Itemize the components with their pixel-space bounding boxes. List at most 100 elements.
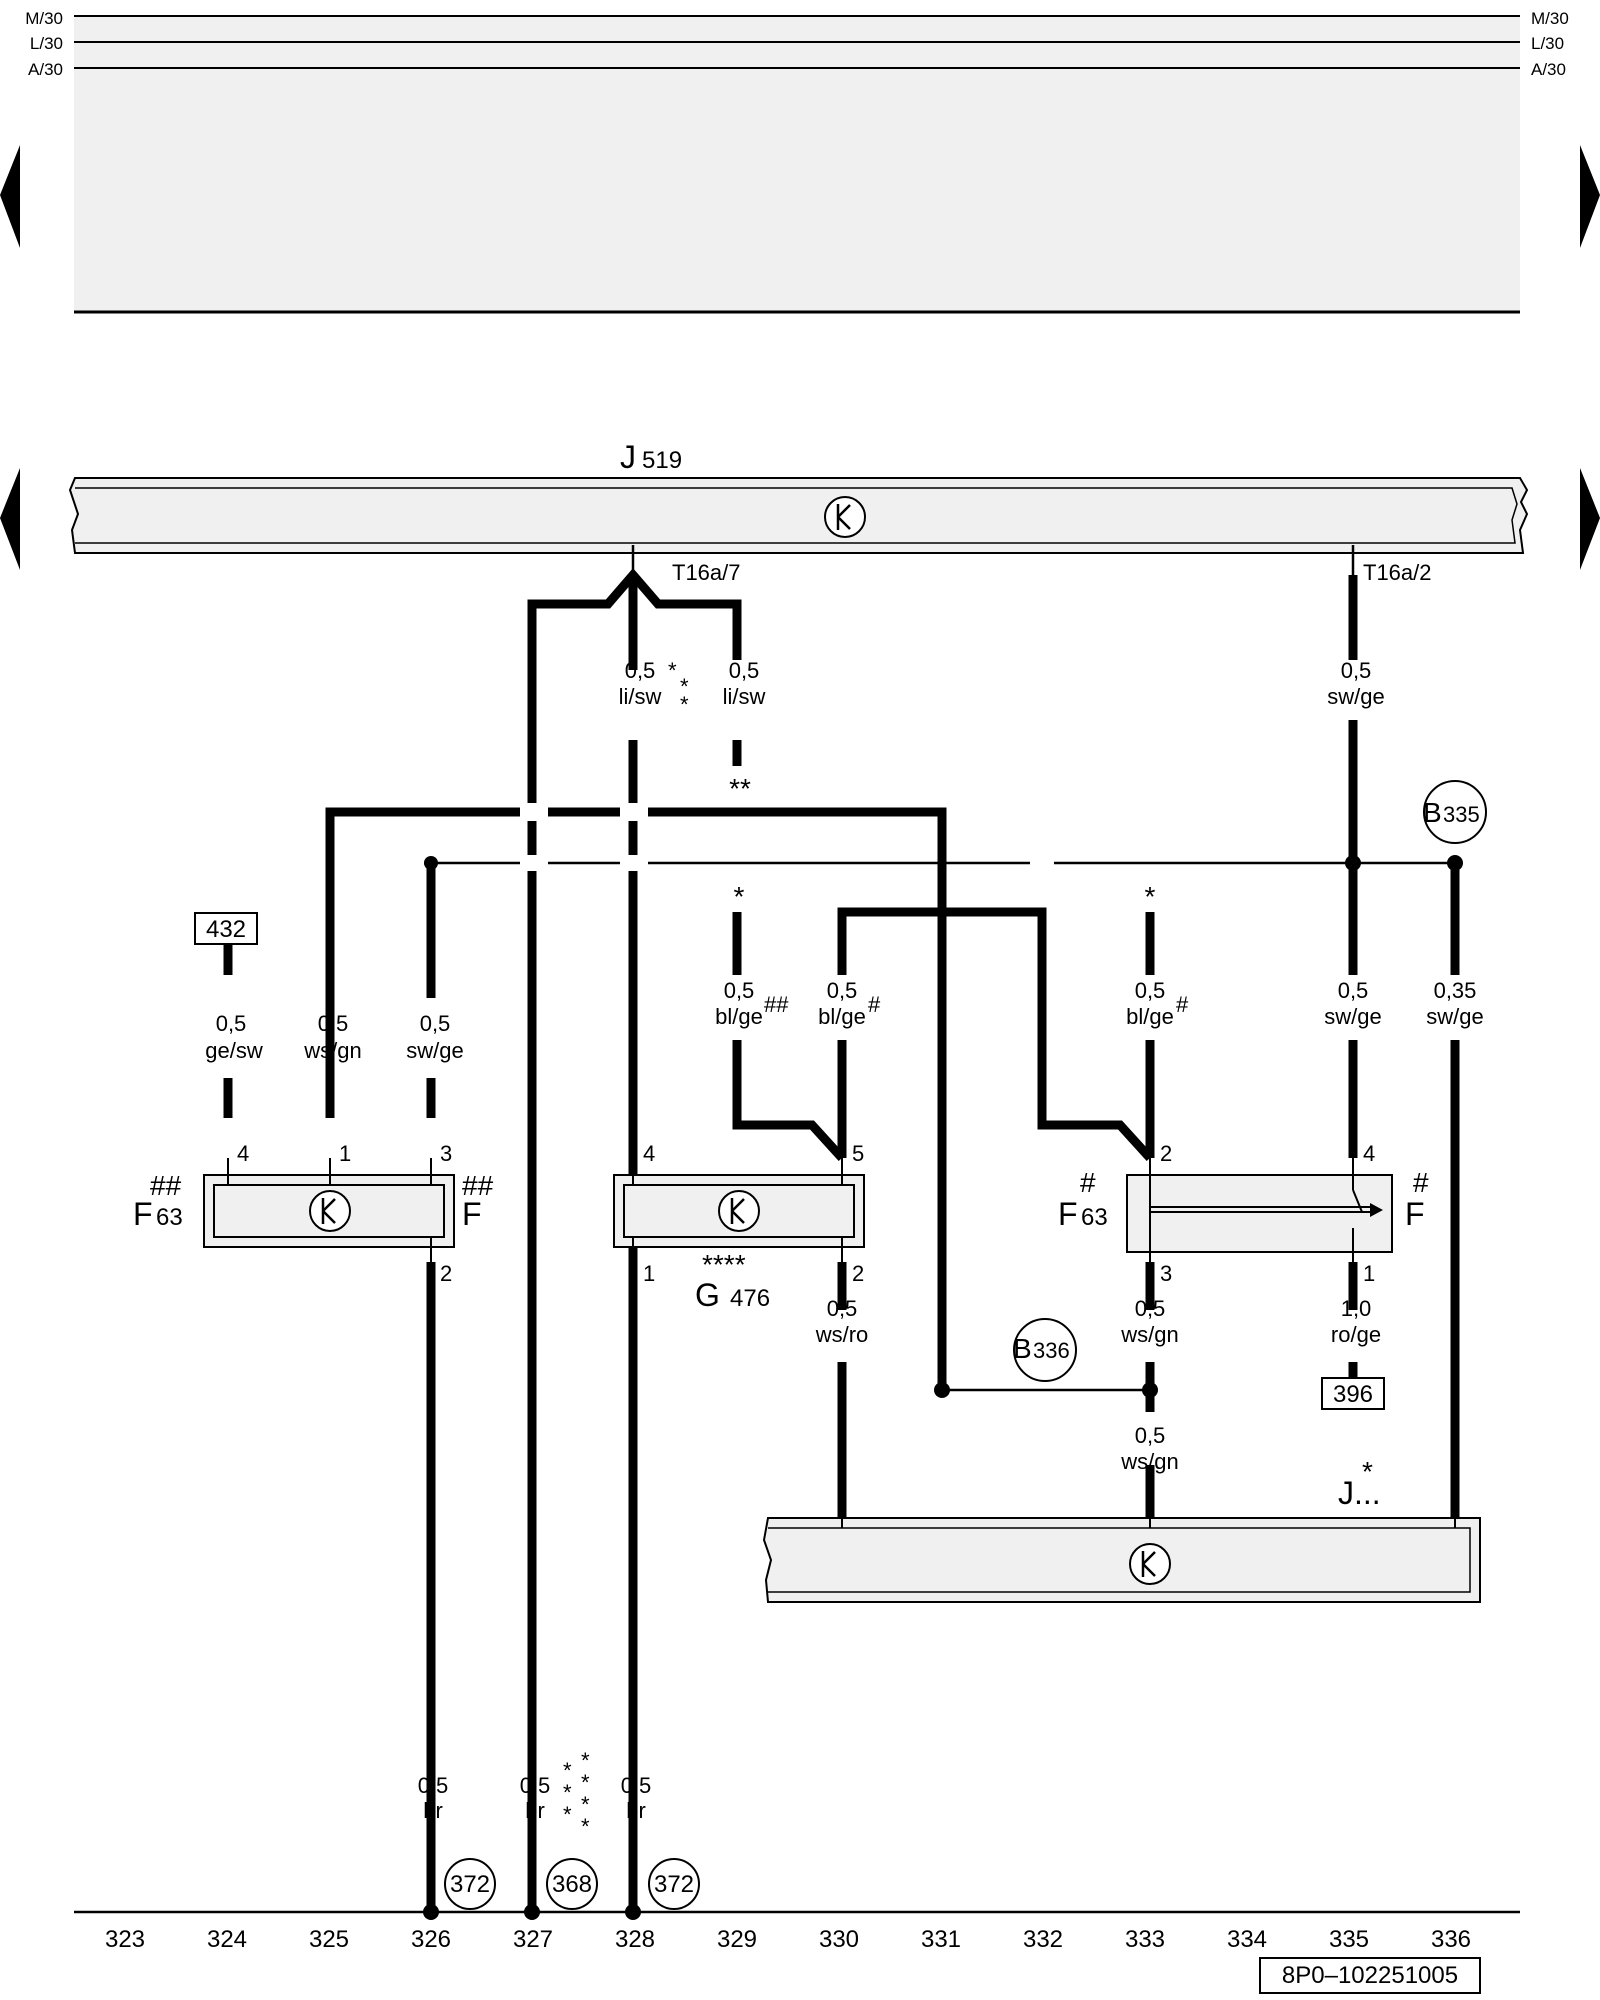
wire-stars: *	[680, 692, 689, 717]
pin-number: 2	[1160, 1141, 1172, 1166]
j519-number: 519	[642, 447, 682, 474]
wire-size: 0,5	[724, 978, 755, 1003]
svg-text:432: 432	[206, 916, 246, 943]
page-next-arrow[interactable]	[1580, 468, 1600, 570]
f-right-mark: #	[1413, 1167, 1429, 1198]
wire-color: br	[423, 1798, 443, 1823]
rail-l30-left: L/30	[30, 34, 63, 53]
f63-left-mark: ##	[150, 1170, 182, 1201]
wire-stars: **	[729, 773, 751, 804]
wire-stars: *	[563, 1780, 572, 1805]
svg-text:368: 368	[552, 1871, 592, 1898]
wire-size: 0,35	[1434, 978, 1477, 1003]
pin-number: 2	[440, 1261, 452, 1286]
wire-labels: 0,5 li/sw * * * 0,5 li/sw ** 0,5 sw/ge 0…	[205, 658, 1483, 1839]
wire-stars: *	[563, 1802, 572, 1827]
wire-color: bl/ge	[715, 1004, 763, 1029]
ref-368: 368	[546, 1858, 598, 1910]
component-g476	[613, 1158, 865, 1262]
wire-color: br	[626, 1798, 646, 1823]
component-f63-right	[1126, 1158, 1393, 1262]
f63-right-mark: #	[1080, 1167, 1096, 1198]
j-generic-label: J...	[1338, 1475, 1381, 1511]
rail-l30-right: L/30	[1531, 34, 1564, 53]
wire-size: 0,5	[1338, 978, 1369, 1003]
pin-number: 1	[1363, 1261, 1375, 1286]
wire-star: *	[734, 881, 745, 912]
wire-color: ws/gn	[303, 1038, 361, 1063]
b336-letter: B	[1013, 1333, 1032, 1364]
pin-number: 1	[339, 1141, 351, 1166]
wire-color: br	[525, 1798, 545, 1823]
pin-number: 5	[852, 1141, 864, 1166]
rail-m30-left: M/30	[25, 9, 63, 28]
wire-size: 0,5	[625, 658, 656, 683]
f-left-name: F	[462, 1196, 482, 1232]
box-432: 432	[194, 912, 258, 945]
pin-number: 1	[643, 1261, 655, 1286]
column-number: 326	[411, 1926, 451, 1953]
wire-color: ws/gn	[1120, 1322, 1178, 1347]
wire-size: 0,5	[621, 1773, 652, 1798]
j519-letter: J	[620, 439, 636, 475]
ref-b336: B 336	[1013, 1318, 1077, 1382]
component-labels: ## F 63 ## F **** G 476 # F 63 # F	[133, 1167, 1429, 1313]
page-next-arrow-top[interactable]	[1580, 145, 1600, 248]
junction-dots	[423, 855, 1463, 1920]
ref-372-a: 372	[444, 1858, 496, 1910]
page-prev-arrow-top[interactable]	[0, 145, 20, 248]
wire-stars: *	[581, 1792, 590, 1817]
connector-t16a7: T16a/7	[672, 560, 741, 585]
wire-size: 0,5	[1135, 1296, 1166, 1321]
wire-mark: #	[868, 992, 881, 1017]
wire-color: sw/ge	[1324, 1004, 1381, 1029]
f63-left-sub: 63	[156, 1204, 183, 1231]
column-number: 330	[819, 1926, 859, 1953]
wire-size: 0,5	[1341, 658, 1372, 683]
pin-number: 4	[237, 1141, 249, 1166]
wire-size: 0,5	[1135, 978, 1166, 1003]
document-code-text: 8P0–102251005	[1282, 1962, 1458, 1989]
g476-stars: ****	[702, 1249, 746, 1280]
component-f63-left	[203, 1158, 455, 1262]
b335-number: 335	[1443, 802, 1480, 827]
svg-text:372: 372	[654, 1871, 694, 1898]
f63-right-name: F	[1058, 1196, 1078, 1232]
ref-372-b: 372	[648, 1858, 700, 1910]
g476-name: G	[695, 1277, 720, 1313]
f63-left-name: F	[133, 1196, 153, 1232]
page-prev-arrow[interactable]	[0, 468, 20, 570]
rail-a30-right: A/30	[1531, 60, 1566, 79]
power-rails-panel: M/30 L/30 A/30 M/30 L/30 A/30	[0, 9, 1600, 314]
wire-color: bl/ge	[1126, 1004, 1174, 1029]
rail-a30-left: A/30	[28, 60, 63, 79]
wire-size: 0,5	[827, 978, 858, 1003]
j-generic-star: *	[1362, 1456, 1373, 1487]
pin-number: 4	[643, 1141, 655, 1166]
b336-number: 336	[1033, 1338, 1070, 1363]
wire-size: 0,5	[418, 1773, 449, 1798]
wire-stars: *	[563, 1758, 572, 1783]
f-left-mark: ##	[462, 1170, 494, 1201]
box-396: 396	[1321, 1377, 1385, 1410]
column-number: 333	[1125, 1926, 1165, 1953]
wire-color: sw/ge	[1327, 684, 1384, 709]
module-j-generic: J... *	[762, 1456, 1481, 1603]
pin-number: 2	[852, 1261, 864, 1286]
connector-t16a2: T16a/2	[1363, 560, 1432, 585]
wire-size: 0,5	[318, 1011, 349, 1036]
f63-right-sub: 63	[1081, 1204, 1108, 1231]
g476-sub: 476	[730, 1285, 770, 1312]
pin-number: 3	[1160, 1261, 1172, 1286]
wire-color: sw/ge	[406, 1038, 463, 1063]
column-number: 327	[513, 1926, 553, 1953]
column-number: 328	[615, 1926, 655, 1953]
wire-color: ws/gn	[1120, 1449, 1178, 1474]
document-code: 8P0–102251005	[1259, 1957, 1481, 1994]
pin-number: 3	[440, 1141, 452, 1166]
svg-text:372: 372	[450, 1871, 490, 1898]
wire-size: 0,5	[1135, 1423, 1166, 1448]
wire-stars: *	[668, 658, 677, 683]
column-numbers: 323 324 325 326 327 328 329 330 331 332 …	[105, 1926, 1471, 1953]
column-number: 324	[207, 1926, 247, 1953]
